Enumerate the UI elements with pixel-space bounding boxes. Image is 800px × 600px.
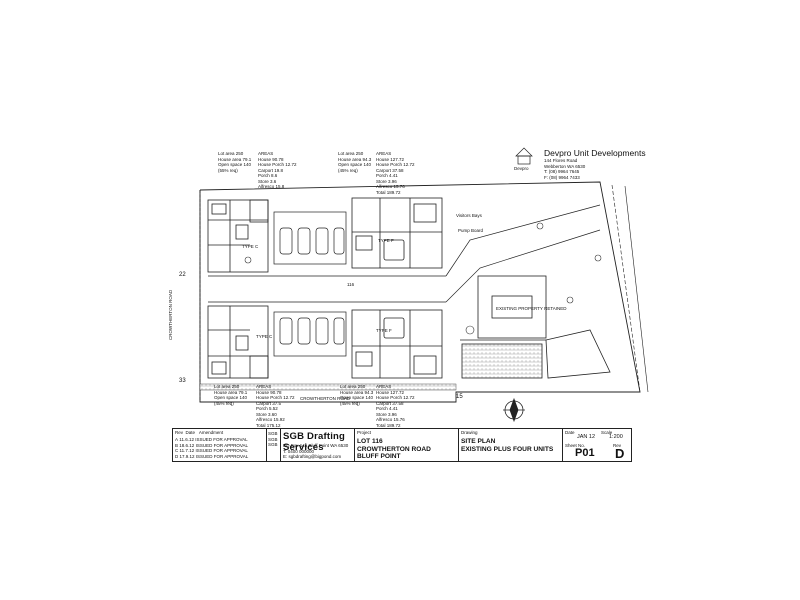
devpro-logo-icon <box>515 147 533 165</box>
sheet-no-label: Sheet No. <box>565 443 586 448</box>
project-title: LOT 116 CROWTHERTON ROAD BLUFF POINT <box>357 438 431 460</box>
label-frontage-left-bottom: 33 <box>179 378 186 384</box>
project-label: Project <box>357 430 372 435</box>
scale-label: Scale <box>601 430 613 435</box>
drawing-label: Drawing <box>461 430 478 435</box>
revision-row: A 11.6.12 ISSUED FOR APPROVAL <box>175 437 248 442</box>
drafter-name: SGB Drafting Services <box>283 431 346 453</box>
trees <box>244 222 602 335</box>
developer-name: Devpro Unit Developments <box>544 148 646 158</box>
area-table-bottom-right-lot: Lot area 250 House area 94.3 Open space … <box>340 384 374 406</box>
sheet-date: JAN 12 <box>577 434 596 440</box>
revision-table: Rev Date Amendment A 11.6.12 ISSUED FOR … <box>172 428 268 462</box>
drafter-block: SGB Drafting Services PO Box 145 Bluff P… <box>280 428 356 462</box>
carports-bottom-left <box>273 311 347 357</box>
date-label: Date <box>565 430 575 435</box>
revision-row: B 18.6.12 ISSUED FOR APPROVAL <box>175 442 248 448</box>
unit-top-left <box>207 199 269 273</box>
label-type-c-bottom: TYPE C <box>256 334 273 339</box>
label-pump-board: Pump Board <box>458 228 484 233</box>
label-frontage-left-top: 22 <box>179 272 186 278</box>
area-table-top-right-lot: Lot area 250 House area 94.3 Open space … <box>338 151 372 173</box>
label-visitors-bays: Visitors Bays <box>456 213 482 218</box>
drafter-contact: PO Box 145 Bluff Point WA 6530 T: 0400 0… <box>283 443 349 459</box>
area-table-bottom-right-areas: AREAS House 127.72 House Porch 12.72 Car… <box>376 384 415 428</box>
revision-letter: D <box>615 446 625 461</box>
label-type-f-top: TYPE F <box>378 238 394 243</box>
sheet-block: Date JAN 12 Scale 1:200 Sheet No. P01 Re… <box>562 428 632 462</box>
rev-label: Rev <box>613 443 622 448</box>
revision-row: D 17.9.12 ISSUED FOR APPROVAL <box>175 453 249 459</box>
unit-bottom-left <box>207 305 269 379</box>
drawing-block: Drawing SITE PLAN EXISTING PLUS FOUR UNI… <box>458 428 564 462</box>
revision-header: Rev Date Amendment <box>175 430 224 435</box>
area-table-top-right-areas: AREAS House 127.72 House Porch 12.72 Car… <box>376 151 415 195</box>
label-street-side: CROWTHERTON ROAD <box>168 289 173 340</box>
developer-logo-text: Devpro <box>514 166 529 171</box>
sheet-number: P01 <box>575 447 595 459</box>
right-verge <box>611 184 649 393</box>
label-street-bottom: CROWTHERTON ROAD <box>300 396 351 401</box>
area-table-bottom-left-lot: Lot area 250 House area 79.1 Open space … <box>214 384 248 406</box>
label-existing-property: EXISTING PROPERTY RETAINED <box>496 306 567 311</box>
label-lot-number: 116 <box>347 282 355 287</box>
area-table-top-left-areas: AREAS House 90.78 House Porch 12.72 Carp… <box>258 151 297 189</box>
area-table-bottom-left-areas: AREAS House 90.78 House Porch 12.72 Carp… <box>256 384 295 428</box>
unit-top-right <box>351 197 443 269</box>
lot-boundary <box>199 181 641 403</box>
north-arrow-icon <box>503 397 525 423</box>
revision-row: C 11.7.12 ISSUED FOR APPROVAL <box>175 448 248 453</box>
label-type-c-top: TYPE C <box>242 244 259 249</box>
sheet-scale: 1:200 <box>609 434 623 440</box>
carports-top-left <box>273 211 347 265</box>
drawing-title: SITE PLAN EXISTING PLUS FOUR UNITS <box>461 438 554 453</box>
label-type-f-bottom: TYPE F <box>376 328 392 333</box>
unit-bottom-right <box>351 309 443 379</box>
area-table-top-left-lot: Lot area 250 House area 79.1 Open space … <box>218 151 252 173</box>
label-frontage-right: 15 <box>456 394 463 400</box>
paving-strip <box>199 383 457 391</box>
developer-address: 144 Flores Road Webberton WA 6530 T: (08… <box>544 158 586 180</box>
existing-property <box>460 275 611 379</box>
project-block: Project LOT 116 CROWTHERTON ROAD BLUFF P… <box>354 428 460 462</box>
common-driveway <box>208 204 601 303</box>
